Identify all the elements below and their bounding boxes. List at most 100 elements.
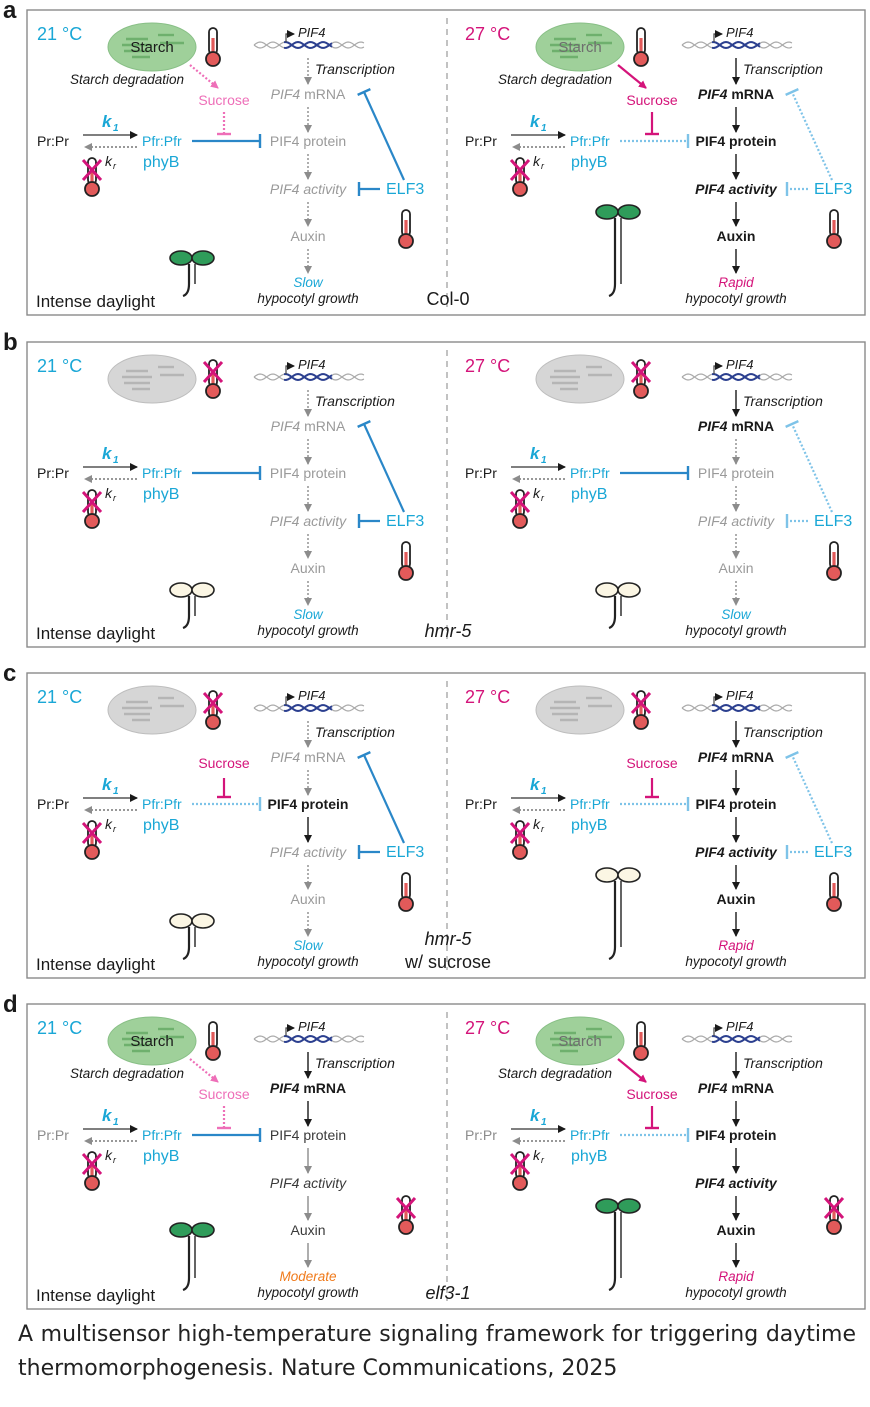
kr-subscript: r: [113, 824, 117, 834]
pif4-activity-label: PIF4 activity: [695, 1175, 778, 1191]
kr-label: k: [105, 153, 113, 169]
sucrose-label: Sucrose: [198, 92, 250, 108]
temperature-label: 27 °C: [465, 24, 510, 44]
gene-label: PIF4: [298, 357, 325, 372]
k1-subscript: 1: [541, 786, 547, 797]
sucrose-inhibition: [645, 1106, 659, 1130]
pif4-mrna-label: PIF4 mRNA: [698, 1080, 774, 1096]
sucrose-label: Sucrose: [626, 1086, 678, 1102]
sucrose-label: Sucrose: [198, 755, 250, 771]
gene-label: PIF4: [726, 25, 753, 40]
starch-label: Starch: [558, 1033, 601, 1050]
pif4-gene-dna: PIF4: [253, 1019, 365, 1044]
seedling-icon: [169, 1222, 215, 1292]
auxin-label: Auxin: [717, 228, 756, 244]
growth-label: hypocotyl growth: [257, 623, 358, 638]
thermometer-icon: [633, 27, 649, 67]
k1-subscript: 1: [113, 1117, 119, 1128]
k1-subscript: 1: [541, 1117, 547, 1128]
pr-state-label: Pr:Pr: [37, 796, 69, 812]
figure-caption: A multisensor high-temperature signaling…: [18, 1322, 856, 1381]
kr-subscript: r: [541, 1155, 545, 1165]
starch-to-sucrose-arrow: [617, 64, 647, 89]
kr-subscript: r: [541, 493, 545, 503]
pif4-protein-label: PIF4 protein: [698, 465, 774, 481]
daylight-label: Intense daylight: [36, 955, 155, 974]
phyb-label: phyB: [571, 486, 607, 503]
starch-label: Starch: [558, 39, 601, 56]
pfr-state-label: Pfr:Pfr: [570, 1127, 610, 1143]
seedling-icon: [595, 582, 641, 630]
growth-label: hypocotyl growth: [685, 1285, 786, 1300]
temperature-label: 21 °C: [37, 687, 82, 707]
daylight-label: Intense daylight: [36, 292, 155, 311]
thermometer-icon: [398, 541, 414, 581]
kr-subscript: r: [113, 161, 117, 171]
pfr-state-label: Pfr:Pfr: [142, 796, 182, 812]
growth-label: hypocotyl growth: [257, 291, 358, 306]
pif4-protein-label: PIF4 protein: [270, 465, 346, 481]
pif4-mrna-label: PIF4 mRNA: [270, 1080, 346, 1096]
starch-granule: Starch: [107, 1016, 197, 1066]
k1-subscript: 1: [541, 123, 547, 134]
pif4-mrna-label: PIF4 mRNA: [698, 86, 774, 102]
thermometer-icon: [205, 27, 221, 67]
k1-label: k: [102, 775, 113, 794]
transcription-label: Transcription: [315, 61, 395, 77]
pfr-state-label: Pfr:Pfr: [570, 796, 610, 812]
pr-state-label: Pr:Pr: [465, 465, 497, 481]
starch-degradation-label: Starch degradation: [498, 72, 612, 87]
kr-subscript: r: [541, 824, 545, 834]
thermometer-crossed-icon: [81, 1151, 103, 1191]
k1-label: k: [102, 444, 113, 463]
pr-state-label: Pr:Pr: [37, 1127, 69, 1143]
starch-granule: Starch: [535, 1016, 625, 1066]
pr-state-label: Pr:Pr: [37, 465, 69, 481]
phyb-inhibits-pif4: [620, 1128, 690, 1142]
phyb-label: phyB: [571, 154, 607, 171]
starch-to-sucrose-arrow: [617, 1058, 647, 1083]
panel-letter: a: [3, 0, 17, 24]
phyb-label: phyB: [143, 817, 179, 834]
elf3-label: ELF3: [386, 513, 424, 530]
starch-granule: [535, 354, 625, 404]
starch-degradation-label: Starch degradation: [498, 1066, 612, 1081]
elf3-label: ELF3: [386, 181, 424, 198]
seedling-icon: [595, 1198, 641, 1292]
pif4-activity-label: PIF4 activity: [270, 1175, 347, 1191]
thermometer-crossed-icon: [630, 690, 652, 730]
k1-subscript: 1: [541, 455, 547, 466]
thermometer-crossed-icon: [81, 157, 103, 197]
auxin-label: Auxin: [717, 1222, 756, 1238]
pif4-mrna-label: PIF4 mRNA: [271, 418, 346, 434]
temperature-label: 27 °C: [465, 1018, 510, 1038]
kr-label: k: [533, 485, 541, 501]
kr-label: k: [105, 816, 113, 832]
growth-label: hypocotyl growth: [257, 954, 358, 969]
phyb-inhibits-pif4: [620, 134, 690, 148]
pr-state-label: Pr:Pr: [465, 796, 497, 812]
starch-granule: [107, 685, 197, 735]
sucrose-inhibition: [217, 1106, 231, 1130]
starch-degradation-label: Starch degradation: [70, 72, 184, 87]
kr-label: k: [533, 816, 541, 832]
pif4-activity-label: PIF4 activity: [695, 844, 778, 860]
phyb-inhibits-pif4: [620, 466, 690, 480]
phyb-label: phyB: [143, 154, 179, 171]
elf3-label: ELF3: [814, 513, 852, 530]
kr-subscript: r: [541, 161, 545, 171]
starch-granule: Starch: [535, 22, 625, 72]
kr-label: k: [105, 485, 113, 501]
elf3-inhibits-transcription: [357, 88, 406, 181]
kr-label: k: [533, 153, 541, 169]
daylight-label: Intense daylight: [36, 1286, 155, 1305]
sucrose-inhibition: [217, 112, 231, 136]
